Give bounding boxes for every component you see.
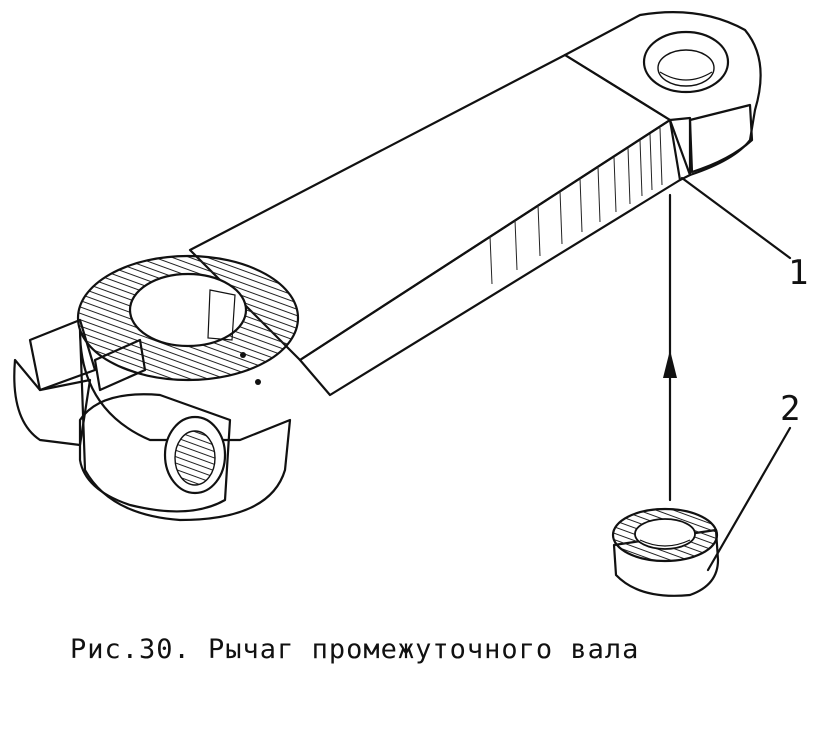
- assembly-arrow: [663, 193, 677, 502]
- callout-2-label: 2: [780, 389, 800, 429]
- callout-1: 1: [680, 176, 808, 293]
- right-boss: [563, 11, 762, 177]
- arm-side-shading: [489, 127, 663, 285]
- clamp-bore: [128, 272, 248, 348]
- callout-2: 2: [706, 389, 800, 572]
- left-clamp-hub: [13, 254, 300, 522]
- callout-1-label: 1: [788, 253, 808, 293]
- figure-caption: Рис.30. Рычаг промежуточного вала: [70, 634, 640, 665]
- bushing: [611, 507, 720, 597]
